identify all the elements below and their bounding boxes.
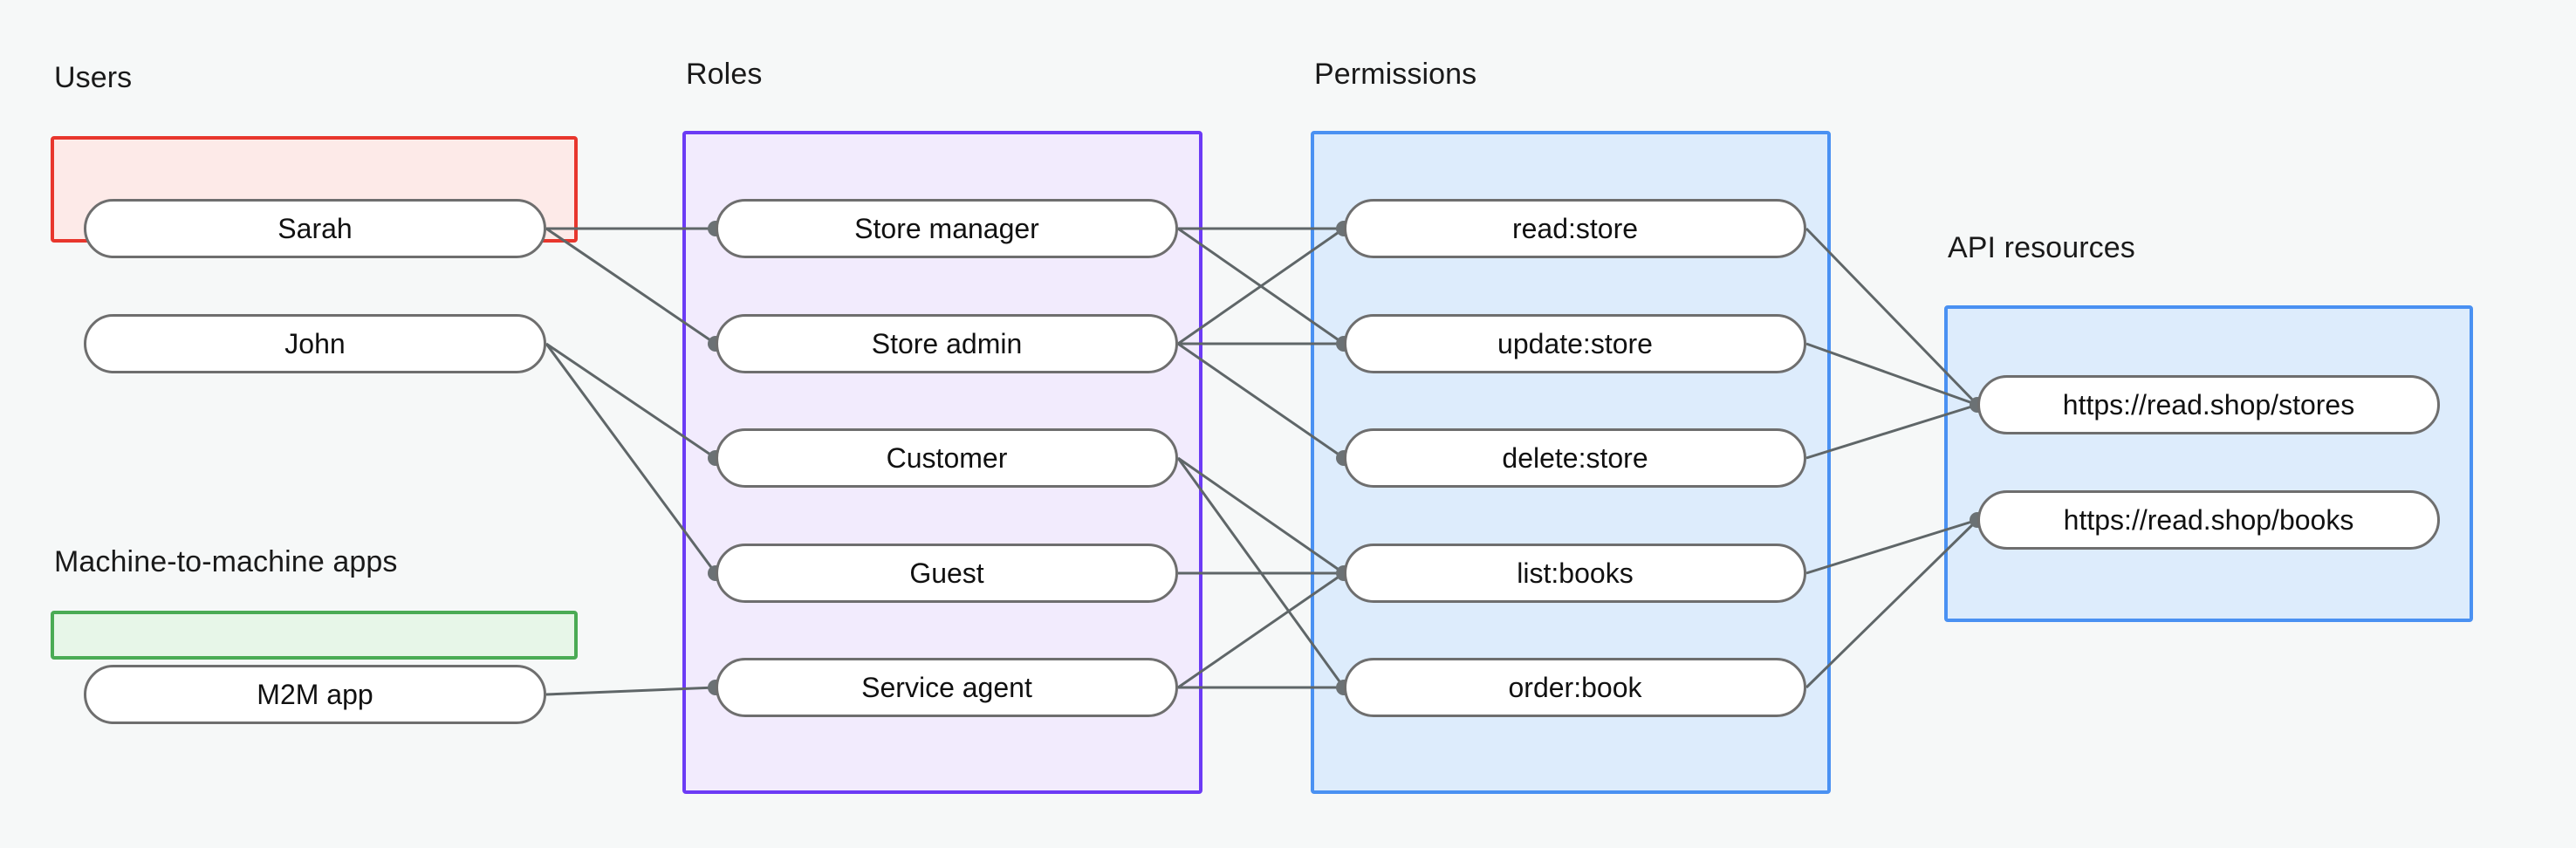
group-box-api_resources [1944,305,2473,622]
node-stores_url[interactable]: https://read.shop/stores [1977,375,2440,434]
node-sarah[interactable]: Sarah [84,199,546,258]
group-label-permissions: Permissions [1314,58,1477,91]
node-update_store[interactable]: update:store [1344,314,1806,373]
node-delete_store[interactable]: delete:store [1344,428,1806,488]
node-label-order_book: order:book [1508,671,1642,703]
node-label-guest: Guest [909,557,984,589]
node-label-delete_store: delete:store [1502,441,1648,474]
group-box-m2m [51,611,578,660]
node-label-update_store: update:store [1497,327,1653,359]
group-label-api_resources: API resources [1948,231,2135,264]
group-label-m2m: Machine-to-machine apps [54,545,398,578]
node-label-list_books: list:books [1517,557,1634,589]
node-store_manager[interactable]: Store manager [716,199,1178,258]
node-customer[interactable]: Customer [716,428,1178,488]
node-list_books[interactable]: list:books [1344,544,1806,603]
node-label-sarah: Sarah [277,212,353,244]
node-label-books_url: https://read.shop/books [2063,503,2354,536]
node-books_url[interactable]: https://read.shop/books [1977,490,2440,550]
node-label-service_agent: Service agent [861,671,1032,703]
node-m2mapp[interactable]: M2M app [84,665,546,724]
node-john[interactable]: John [84,314,546,373]
node-label-john: John [284,327,346,359]
group-label-roles: Roles [686,58,763,91]
node-order_book[interactable]: order:book [1344,658,1806,717]
node-label-read_store: read:store [1511,212,1639,244]
node-label-m2mapp: M2M app [257,678,373,710]
node-read_store[interactable]: read:store [1344,199,1806,258]
node-label-stores_url: https://read.shop/stores [2062,388,2355,421]
node-label-store_manager: Store manager [854,212,1039,244]
group-label-users: Users [54,61,133,94]
node-store_admin[interactable]: Store admin [716,314,1178,373]
node-label-store_admin: Store admin [871,327,1023,359]
node-service_agent[interactable]: Service agent [716,658,1178,717]
node-label-customer: Customer [886,441,1008,474]
node-guest[interactable]: Guest [716,544,1178,603]
